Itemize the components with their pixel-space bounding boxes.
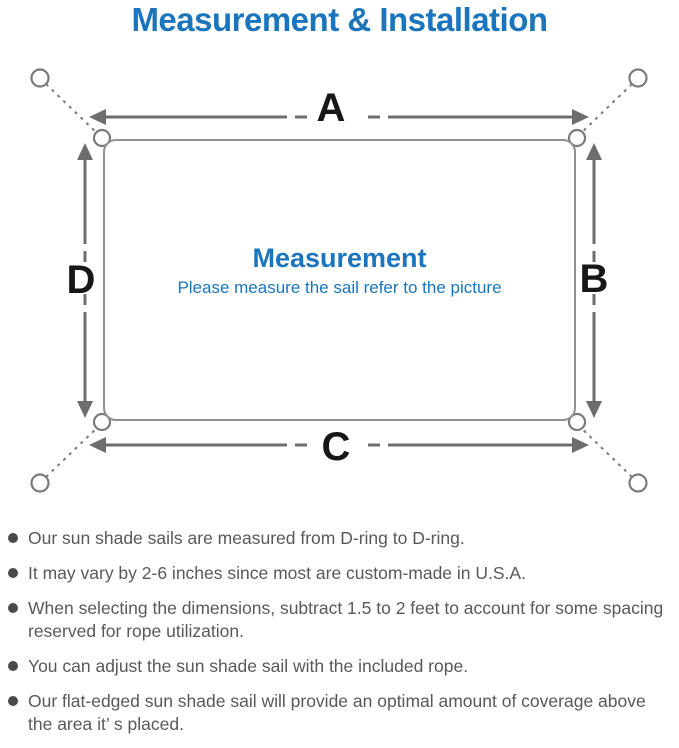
note-text: Our sun shade sails are measured from D-… [28,528,465,548]
anchor-ring-bottom-right-icon [628,473,648,493]
note-item: It may vary by 2-6 inches since most are… [0,562,673,585]
d-ring-top-right-icon [567,128,587,148]
guy-line-top-left [45,83,101,137]
note-text: When selecting the dimensions, subtract … [28,598,664,641]
anchor-rings [30,68,648,493]
sail-outline [103,139,576,421]
bullet-icon [8,533,18,543]
note-text: It may vary by 2-6 inches since most are… [28,563,526,583]
arrow-d [77,143,93,418]
diagram-center-subtitle: Please measure the sail refer to the pic… [177,278,502,297]
d-ring-top-left-icon [92,128,112,148]
arrow-a [89,109,589,125]
bullet-icon [8,568,18,578]
notes-list: Our sun shade sails are measured from D-… [0,527,679,736]
anchor-ring-bottom-left-icon [30,473,50,493]
guy-line-bottom-right [577,424,633,478]
note-item: When selecting the dimensions, subtract … [0,597,673,643]
diagram-center-title: Measurement [252,243,427,273]
note-text: Our flat-edged sun shade sail will provi… [28,691,646,734]
dimension-arrows [77,109,602,453]
note-item: You can adjust the sun shade sail with t… [0,655,673,678]
bullet-icon [8,661,18,671]
notes-section: Our sun shade sails are measured from D-… [0,527,679,748]
note-item: Our flat-edged sun shade sail will provi… [0,690,673,736]
arrow-c [89,437,589,453]
note-item: Our sun shade sails are measured from D-… [0,527,673,550]
guy-line-top-right [577,83,633,137]
diagram-center-text: Measurement Please measure the sail refe… [104,243,575,298]
bullet-icon [8,603,18,613]
bullet-icon [8,696,18,706]
arrow-b [586,143,602,418]
sail-measurement-diagram: A B C D [30,68,648,493]
corner-d-rings [92,128,587,432]
d-ring-bottom-left-icon [92,412,112,432]
dim-label-c: C [322,425,351,469]
anchor-ring-top-right-icon [628,68,648,88]
guy-line-bottom-left [45,424,101,478]
dim-label-b: B [580,257,609,301]
dim-label-d: D [67,258,96,302]
dim-label-a: A [317,86,346,130]
page-title: Measurement & Installation [131,1,548,38]
anchor-ring-top-left-icon [30,68,50,88]
note-text: You can adjust the sun shade sail with t… [28,656,469,676]
d-ring-bottom-right-icon [567,412,587,432]
